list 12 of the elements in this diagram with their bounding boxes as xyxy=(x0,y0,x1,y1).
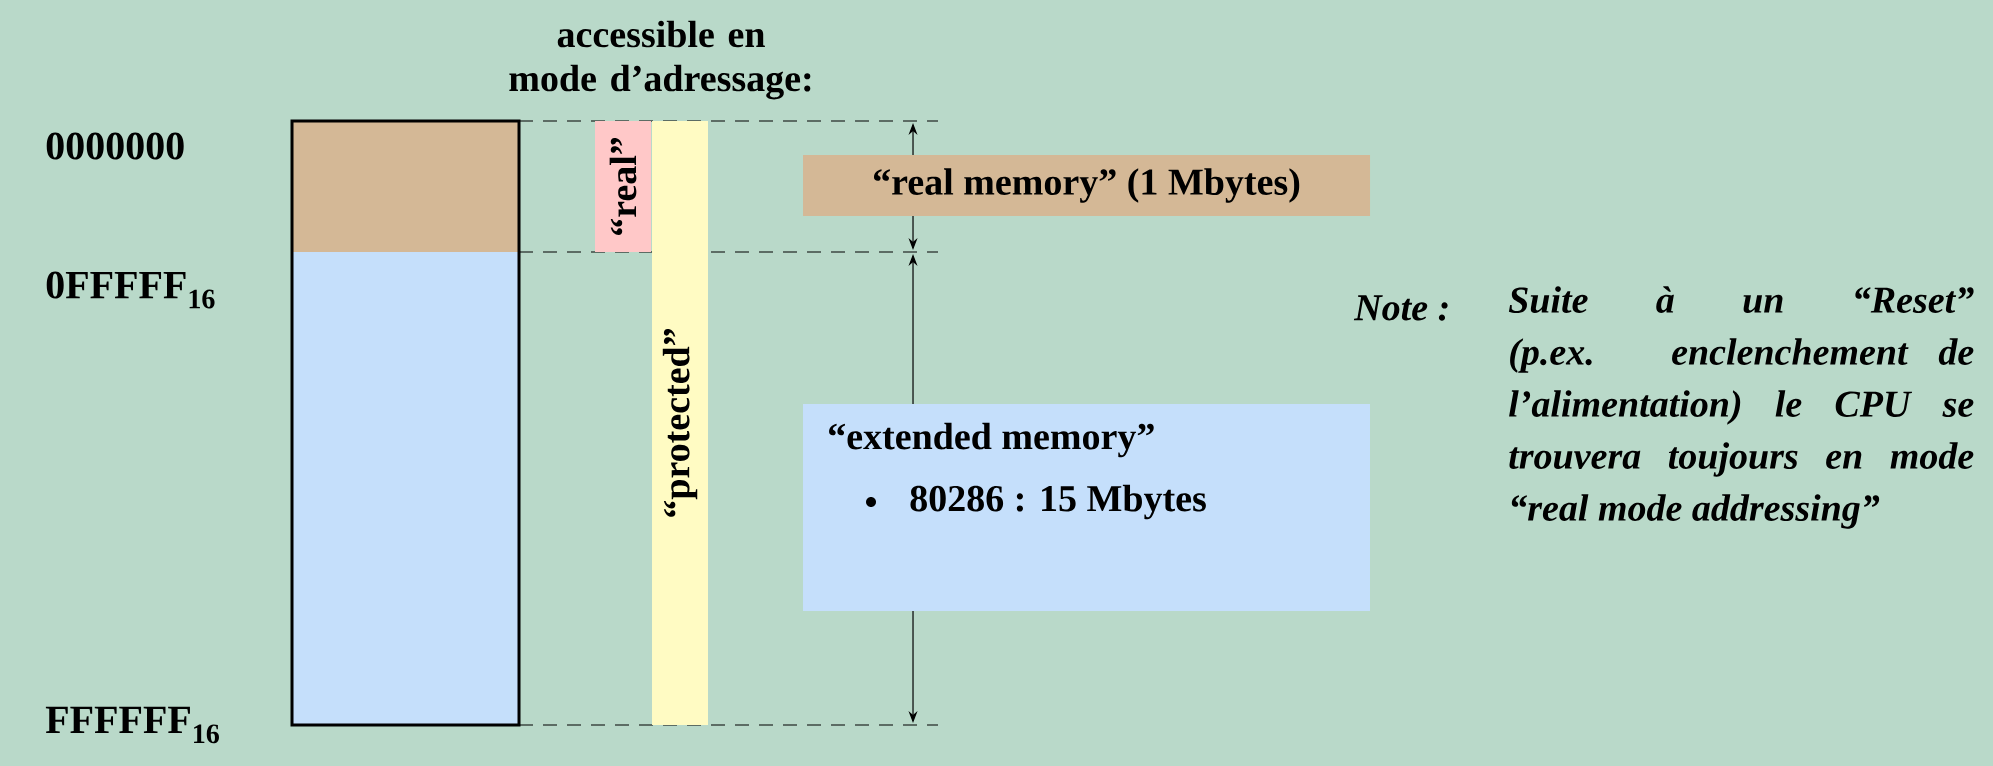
memory-label-box xyxy=(803,404,1370,611)
box-heading: “extended memory” xyxy=(829,422,1154,458)
bullet-item: 80286 : 15 Mbytes xyxy=(910,484,1206,520)
mode-strip: “protected” xyxy=(652,121,708,725)
address-label: 0000000 xyxy=(46,132,184,160)
heading: accessible en mode d’adressage: xyxy=(509,20,811,100)
address-label: FFFFFF$_{16}$ xyxy=(45,706,219,744)
memory-label-box: “real memory” (1 Mbytes) xyxy=(803,155,1370,216)
address-label: 0FFFFF$_{16}$ xyxy=(46,271,215,309)
note-label: Note : xyxy=(1353,295,1448,321)
mode-strip: “real” xyxy=(595,121,651,252)
note-text: Suite à un “Reset” (p.ex. enclenchement de l’alimentation) le CPU se trouvera toujours en mode “real mode addressing” xyxy=(1508,286,1974,529)
